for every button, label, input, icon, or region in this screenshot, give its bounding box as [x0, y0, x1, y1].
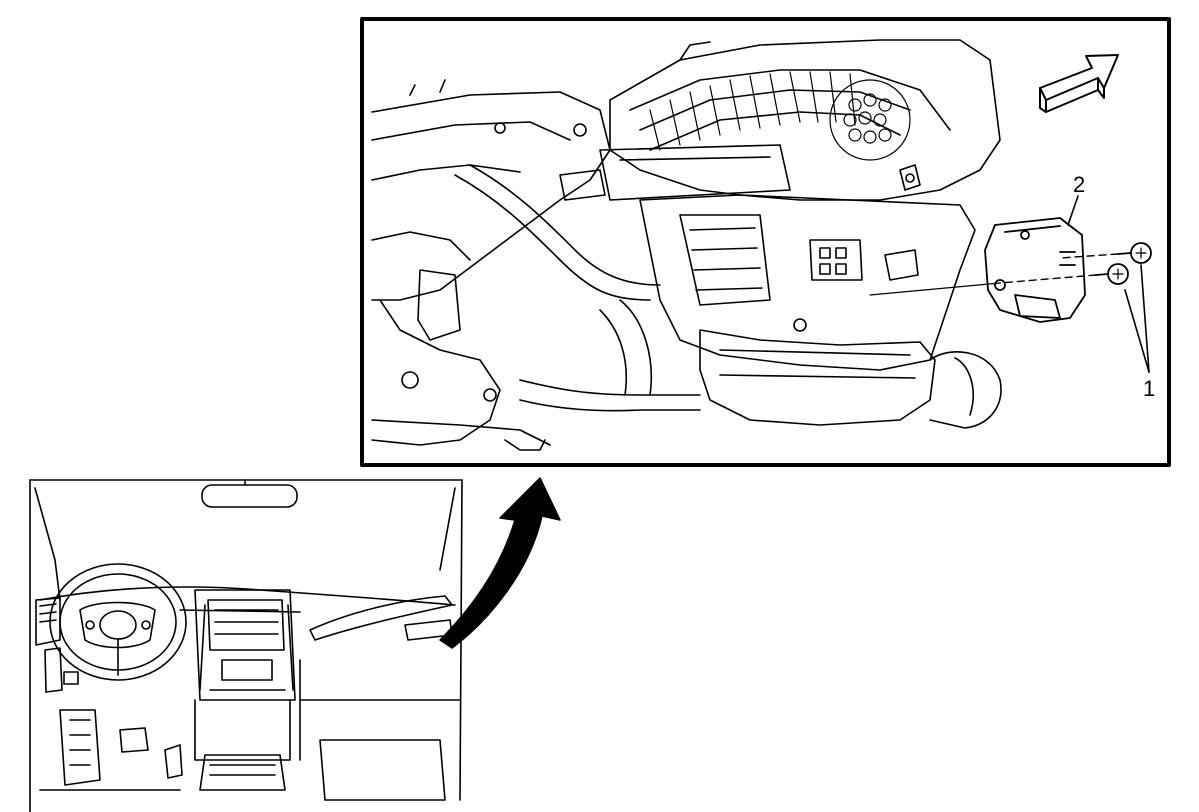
callout-label-1: 1: [1143, 376, 1155, 401]
zoom-pointer-arrow-icon: [439, 477, 561, 649]
hvac-module: [371, 39, 1002, 451]
center-stack: [194, 589, 296, 701]
forward-direction-arrow-icon: [1039, 54, 1119, 113]
leader-line-2: [1067, 195, 1079, 226]
inset-frame: [360, 17, 1171, 467]
blower-inlet: [829, 79, 911, 161]
callout-label-2: 2: [1073, 172, 1085, 197]
leader-line-1a: [1124, 289, 1150, 373]
fastener-screws: [869, 242, 1152, 296]
leader-line-1b: [1140, 264, 1150, 373]
rearview-mirror: [201, 484, 298, 508]
detail-inset: [360, 17, 1171, 467]
mode-door-actuator: [984, 217, 1086, 323]
overview-instrument-panel: [29, 479, 463, 812]
steering-wheel: [49, 563, 187, 681]
